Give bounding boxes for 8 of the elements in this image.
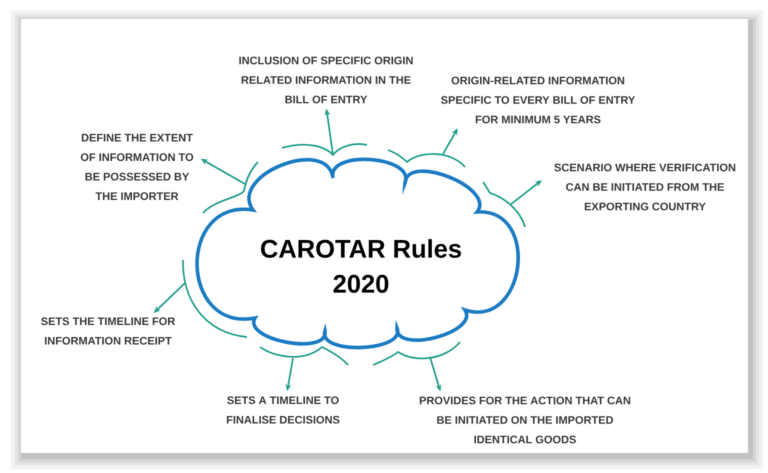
- text-label: PROVIDES FOR THE ACTION THAT CAN BE INITIATED ON THE IMPORTED IDENTICAL GOODS: [420, 396, 630, 444]
- text-label: SETS THE TIMELINE FOR INFORMATION RECEIPT: [41, 317, 175, 345]
- text-label: DEFINE THE EXTENT OF INFORMATION TO BE POSSESSED BY THE IMPORTER: [80, 134, 194, 200]
- text-label: SCENARIO WHERE VERIFICATION CAN BE INITIATED FROM THE EXPORTING COUNTRY: [554, 164, 736, 210]
- text-label: INCLUSION OF SPECIFIC ORIGIN RELATED INFORMATION IN THE BILL OF ENTRY: [239, 56, 413, 104]
- text-label: ORIGIN-RELATED INFORMATION SPECIFIC TO EVERY BILL OF ENTRY FOR MINIMUM 5 YEARS: [441, 76, 636, 124]
- cloud: CAROTAR Rules 2020: [195, 158, 520, 350]
- text-label: SETS A TIMELINE TO FINALISE DECISIONS: [226, 396, 340, 424]
